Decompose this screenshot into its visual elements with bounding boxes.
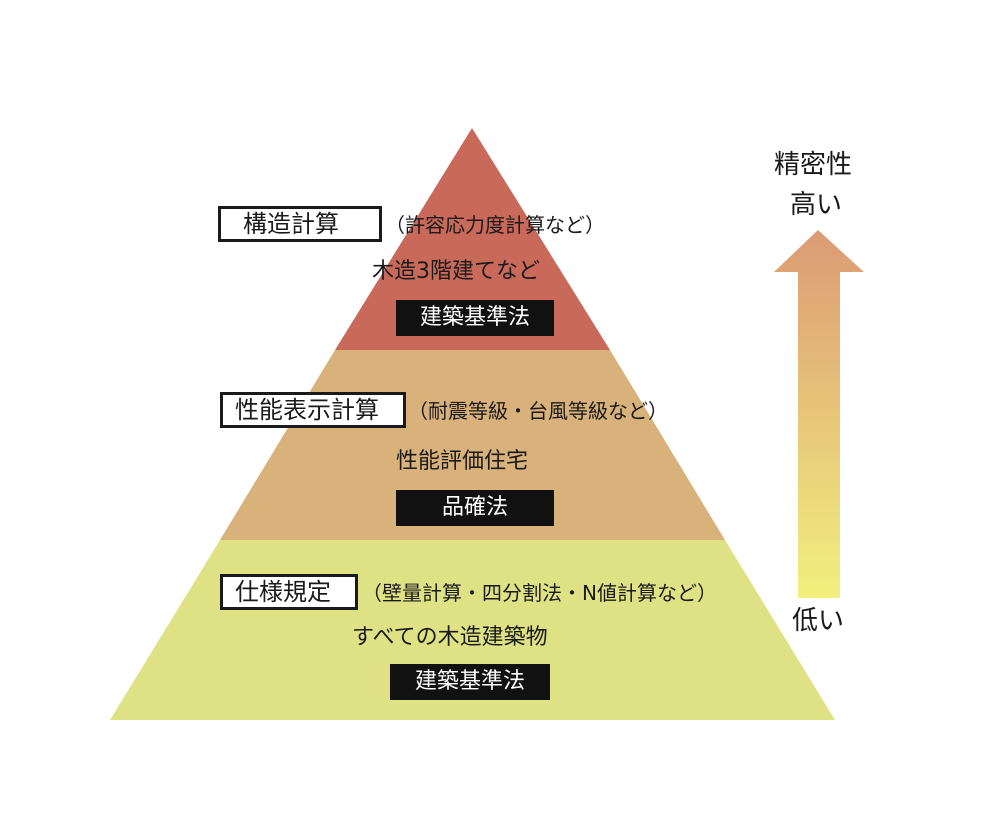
law-label: 建築基準法: [390, 664, 550, 700]
up-arrow-icon: [774, 230, 864, 598]
target-buildings: 木造3階建てなど: [372, 259, 540, 284]
calc-method-examples: （許容応力度計算など）: [385, 213, 605, 237]
law-label: 建築基準法: [396, 300, 554, 336]
calc-method-label: 構造計算: [243, 210, 339, 238]
law-label: 品確法: [396, 490, 554, 526]
calc-method-examples: （耐震等級・台風等級など）: [408, 399, 668, 423]
calc-method-prescriptive: 仕様規定: [220, 574, 358, 610]
calc-method-structural: 構造計算: [218, 206, 382, 242]
precision-high-label: 高い: [790, 190, 843, 220]
precision-low-label: 低い: [792, 606, 845, 636]
target-buildings: すべての木造建築物: [352, 625, 548, 650]
calc-method-label: 仕様規定: [235, 578, 331, 606]
target-buildings: 性能評価住宅: [396, 449, 529, 474]
calc-method-label: 性能表示計算: [235, 396, 379, 424]
precision-title: 精密性: [774, 150, 853, 180]
pyramid-tier-top: [335, 128, 610, 350]
calc-method-performance: 性能表示計算: [220, 392, 406, 428]
calc-method-examples: （壁量計算・四分割法・N値計算など）: [362, 581, 717, 605]
